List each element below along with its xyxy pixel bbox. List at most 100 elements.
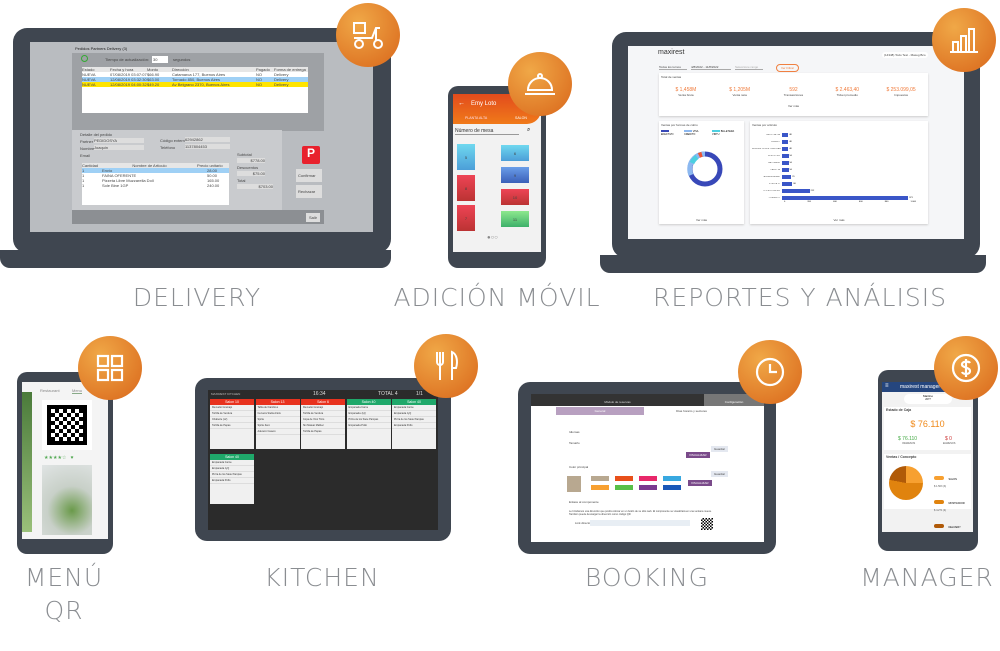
mesa-8[interactable]: 8 [457,175,475,201]
delivery-laptop: Pedidos Partners Delivery (3) Tiempo de … [13,28,391,253]
bar[interactable] [782,167,789,172]
mesa-5[interactable]: 5 [457,144,475,170]
mesa-9[interactable]: 9 [501,167,529,183]
refresh-icon[interactable] [81,55,88,62]
partner-field[interactable]: PEDIDOSYA [94,138,144,143]
bar[interactable] [782,160,789,165]
table-search-input[interactable]: Número de mesa [455,128,519,135]
color-swatch[interactable] [663,485,681,490]
tab-planta-alta[interactable]: PLANTA ALTA [465,116,488,120]
bar[interactable] [782,139,789,144]
see-more-link[interactable]: Ver más [833,218,845,222]
mesa-7[interactable]: 7 [457,205,475,231]
legend-item[interactable]: VISA CREDITO [684,130,699,136]
date-range-input[interactable]: 4/8/2022 - 11/8/2022 [691,65,731,70]
shift-select[interactable]: Todos los turnos [659,65,687,70]
bar-label: AGUA MINERAL [763,175,780,178]
tab-salon[interactable]: SALON [515,116,527,120]
color-swatch[interactable] [639,485,657,490]
col-header: Estado [82,67,95,72]
tab-reservas[interactable]: Módulo de reservas [604,400,631,404]
manager-title: maxirest manager [900,384,941,390]
section-color[interactable]: Color principal [569,465,589,469]
legend-item[interactable]: EFECTIVO [661,130,682,136]
bar-label: STELLA 1L [768,182,780,185]
rating-stars[interactable]: ★★★★☆ ♥ [44,455,74,461]
bar[interactable] [782,181,793,186]
color-swatch[interactable] [591,485,609,490]
color-swatch[interactable] [615,476,633,481]
phone-field[interactable]: 1137804453 [185,144,230,149]
code-field[interactable]: 62942862 [185,137,230,142]
range-select[interactable]: Seleccione rango [735,65,763,70]
tab-restaurant[interactable]: Restaurant [40,388,60,393]
preview-button[interactable]: VISUALIZAR [686,452,710,458]
maxirest-logo: maxirest [658,49,685,56]
link-field[interactable] [590,520,690,526]
order-item: Tabla de Fiambres [255,405,300,411]
reject-button[interactable]: Rechazar [296,185,322,198]
bar[interactable] [782,146,789,151]
see-more-link[interactable]: Ver más [695,218,707,222]
bar[interactable] [782,188,810,193]
order-item: Cerveza Stella Artois [255,411,300,417]
color-swatch[interactable] [591,476,609,481]
order-item: Empanada Carne [392,405,436,411]
color-swatch[interactable] [639,476,657,481]
section-enlace[interactable]: Enlace al componente [569,500,599,504]
confirm-button[interactable]: Confirmar [296,169,322,182]
color-swatch[interactable] [615,485,633,490]
menu-icon[interactable]: ≡ [885,383,889,389]
bar[interactable] [782,153,789,158]
bar-value: 50 [789,154,792,157]
tab-menu[interactable]: Menu [72,388,83,394]
preview-button[interactable]: VISUALIZAR [688,480,712,486]
refresh-input[interactable]: 30 [152,56,168,63]
pedidosya-logo: P [302,146,320,164]
back-arrow-icon[interactable]: ← [458,100,465,107]
tab-general[interactable]: General [556,407,644,415]
delivery-label: DELIVERY [132,283,262,312]
page-dots[interactable]: ●○○ [487,235,498,241]
legend-item[interactable]: BILLETERA VIRTU [712,130,735,136]
mesa-11[interactable]: 11 [501,211,529,227]
section-tamano[interactable]: Tamaño [569,441,580,445]
kitchen-total: TOTAL 4 [378,391,398,397]
search-icon[interactable]: ⌕ [527,127,531,133]
color-swatch[interactable] [663,476,681,481]
order-item: Empanada JyQ [392,411,436,417]
name-field[interactable]: Joaquin [94,145,144,150]
save-button[interactable]: Guardar [711,446,729,452]
bar[interactable] [782,174,792,179]
income-amount: $ 76.110 [898,436,918,442]
tab-configuracion[interactable]: Configuración [704,394,764,406]
user-menu[interactable]: (14348) Todo Test - Maxeg Bco [882,52,928,58]
code-label: Código externo [160,138,188,143]
mesa-10[interactable]: 10 [501,189,529,205]
filter-button[interactable]: Ver Filtrar [776,64,800,72]
see-more-link[interactable]: Ver más [787,104,799,108]
save-button[interactable]: Guardar [711,471,729,477]
bar[interactable] [782,132,789,137]
bar-tick: 400 [833,201,837,203]
tab-dias-horario[interactable]: Días horario y sectores [676,409,707,413]
mesa-6[interactable]: 6 [501,145,529,161]
section-idiomas[interactable]: Idiomas [569,430,580,434]
bar[interactable] [782,195,909,200]
exit-button[interactable]: Salir [306,213,321,222]
kitchen-clock: 16:34 [313,391,326,397]
